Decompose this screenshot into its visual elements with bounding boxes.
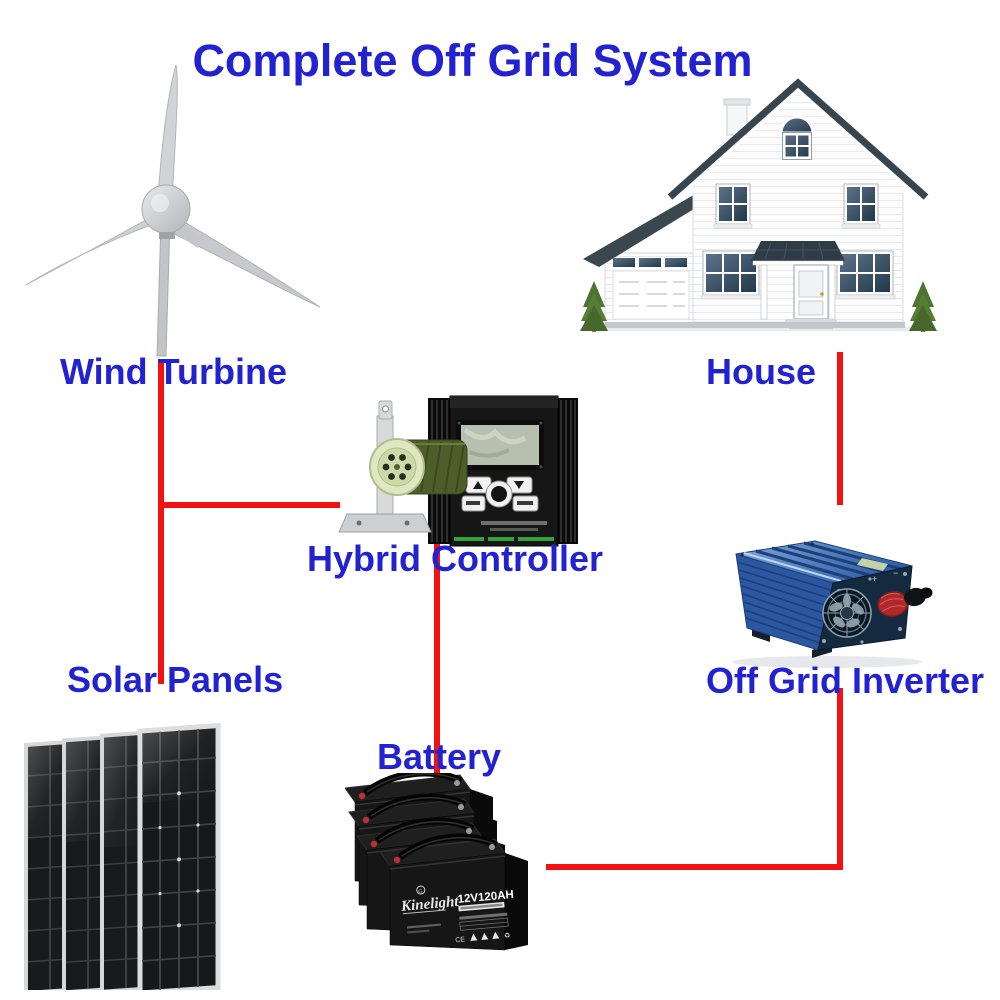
controller-text-line bbox=[481, 521, 547, 525]
foundation bbox=[605, 322, 905, 328]
svg-text:CE: CE bbox=[455, 936, 466, 944]
turbine-pole bbox=[156, 219, 171, 357]
ground-shadow bbox=[583, 327, 933, 331]
solar-panels-image bbox=[12, 700, 227, 990]
first-floor-windows bbox=[700, 250, 896, 300]
hub-highlight bbox=[151, 194, 169, 212]
inverter-front-panel: + − bbox=[817, 565, 933, 651]
controller-buttons bbox=[461, 476, 539, 512]
minus-mark: − bbox=[893, 568, 898, 578]
page-title: Complete Off Grid System bbox=[192, 35, 753, 86]
porch bbox=[751, 241, 845, 329]
wire-inverter-down bbox=[837, 688, 843, 870]
hybrid-controller-image bbox=[335, 390, 585, 555]
controller-green-text bbox=[454, 537, 554, 541]
wire-turbine-to-solar bbox=[158, 363, 164, 684]
house-label: House bbox=[706, 351, 817, 392]
battery-image: G Kinelight 12V120AH CE ♻ bbox=[345, 773, 560, 973]
attic-window bbox=[779, 115, 815, 160]
wind-turbine-label: Wind Turbine bbox=[60, 351, 287, 392]
tree-right bbox=[909, 281, 937, 332]
turbine-blades bbox=[25, 64, 321, 308]
inverter-label-sticker bbox=[857, 558, 888, 571]
solar-panels-label: Solar Panels bbox=[67, 659, 284, 700]
inverter-fan bbox=[822, 588, 872, 638]
wire-controller-to-battery bbox=[434, 543, 440, 783]
hub-mount bbox=[159, 232, 175, 239]
house-image bbox=[575, 75, 945, 343]
inverter-top bbox=[735, 540, 913, 584]
solar-panel-array bbox=[24, 722, 221, 990]
solar-panel-front bbox=[137, 722, 221, 990]
wind-turbine-image bbox=[10, 58, 330, 363]
svg-text:♻: ♻ bbox=[504, 932, 511, 940]
battery-front-label: G Kinelight 12V120AH CE ♻ bbox=[399, 885, 514, 944]
dumpload-foot bbox=[338, 513, 432, 533]
plus-mark: + bbox=[872, 574, 877, 584]
inverter-image: + − bbox=[712, 528, 952, 688]
battery-model: 12V120AH bbox=[457, 889, 514, 906]
inverter-shadow bbox=[732, 656, 922, 668]
roof bbox=[667, 78, 929, 200]
svg-text:G: G bbox=[418, 889, 424, 895]
wire-turbine-to-controller bbox=[160, 502, 340, 508]
off-grid-inverter-label: Off Grid Inverter bbox=[706, 660, 985, 701]
second-floor-windows bbox=[713, 183, 881, 229]
wire-battery-to-inverter bbox=[546, 864, 843, 870]
dumpload-resistor bbox=[369, 438, 468, 496]
tree-left bbox=[580, 281, 608, 332]
house-garage-wing bbox=[583, 193, 707, 324]
turbine-tail bbox=[176, 224, 204, 248]
inverter-side bbox=[735, 553, 834, 651]
wire-house-to-inverter bbox=[837, 352, 843, 505]
hybrid-controller-label: Hybrid Controller bbox=[307, 538, 604, 579]
battery-stack bbox=[345, 773, 528, 950]
battery-label: Battery bbox=[377, 736, 502, 777]
inverter-terminals bbox=[877, 587, 933, 617]
